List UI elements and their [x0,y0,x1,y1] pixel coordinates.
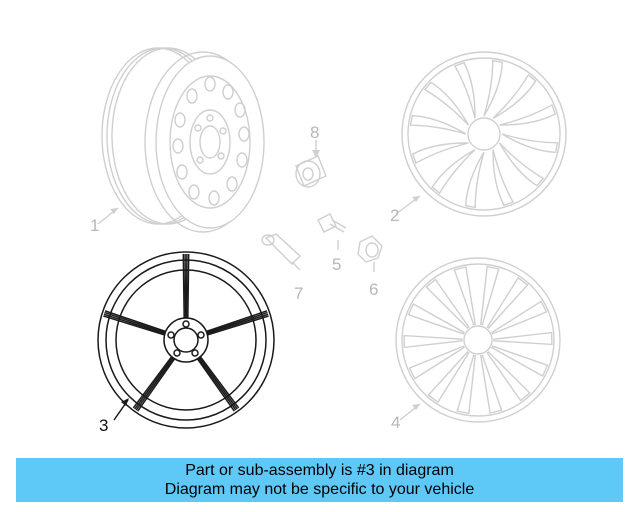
part-2-wheel-cover [395,51,567,217]
part-7-valve-stem [261,233,302,271]
callout-3: 3 [99,416,108,435]
part-info-banner: Part or sub-assembly is #3 in diagram Di… [16,458,623,502]
callout-5: 5 [332,255,341,274]
callout-8: 8 [310,123,319,142]
callout-1: 1 [90,216,99,235]
callout-2: 2 [390,206,399,225]
part-6-lug-nut [357,235,383,272]
part-4-wheel-cover [395,257,561,423]
callout-4: 4 [391,413,400,432]
parts-diagram: 1 2 3 4 5 6 7 8 [90,47,567,435]
callout-6: 6 [369,280,378,299]
part-5-lug-bolt [317,213,347,250]
part-1-steel-wheel [97,47,265,233]
callout-7: 7 [294,284,303,303]
banner-line-1: Part or sub-assembly is #3 in diagram [185,462,454,479]
part-8-center-cap [295,140,327,188]
banner-line-2: Diagram may not be specific to your vehi… [164,481,475,498]
part-3-alloy-wheel [97,251,275,429]
